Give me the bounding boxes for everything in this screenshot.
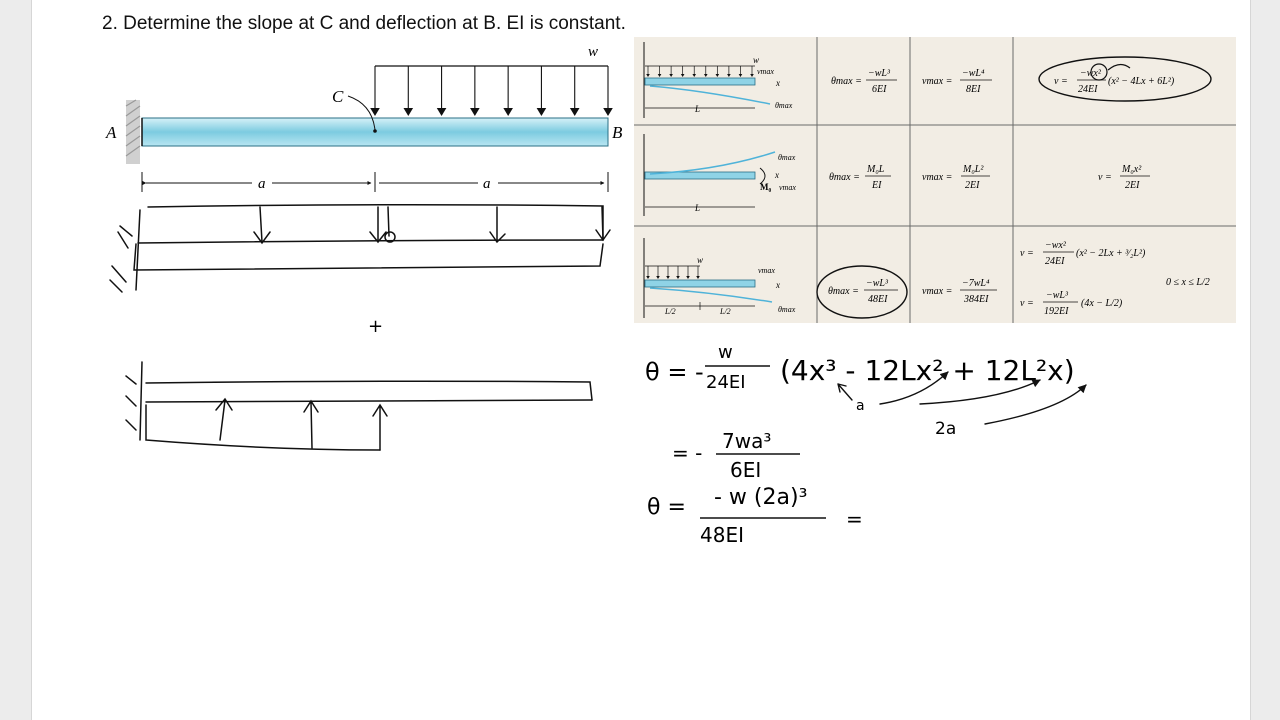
svg-text:−wL³: −wL³ <box>866 278 889 289</box>
support-a-label: A <box>105 123 117 142</box>
svg-text:L/2: L/2 <box>664 307 676 316</box>
svg-text:M₀: M₀ <box>760 182 771 192</box>
point-c-label: C <box>332 87 344 106</box>
svg-text:x: x <box>774 170 779 180</box>
svg-text:0 ≤ x ≤ L/2: 0 ≤ x ≤ L/2 <box>1166 277 1210 288</box>
svg-text:2EI: 2EI <box>1125 180 1140 191</box>
svg-text:vmax =: vmax = <box>922 172 952 183</box>
svg-text:M₀L: M₀L <box>866 164 885 175</box>
dimension-lines <box>141 172 609 192</box>
svg-text:vmax: vmax <box>758 266 775 275</box>
theta1-lhs: θ = - <box>645 358 704 386</box>
svg-text:L: L <box>694 203 700 213</box>
svg-text:vmax =: vmax = <box>922 286 952 297</box>
svg-text:vmax: vmax <box>757 67 774 76</box>
wall-hatch <box>125 99 141 157</box>
svg-text:v =: v = <box>1020 248 1034 259</box>
substitution-arrows <box>837 371 1087 425</box>
point-c-leader <box>347 95 376 131</box>
circled-curve-equation <box>1038 56 1212 102</box>
result-numerator: 7wa³ <box>722 429 771 453</box>
svg-text:x: x <box>775 280 780 290</box>
beam-deflection-table: w vmax x θmax L θmax = −wL³ 6EI vmax = −… <box>634 37 1236 323</box>
handwritten-derivation: θ = - w 24EI (4x³ - 12Lx² + 12L²x) a 2a … <box>645 342 1087 547</box>
svg-text:−wL³: −wL³ <box>1046 290 1069 301</box>
distributed-load-arrows <box>370 66 613 116</box>
svg-text:L/2: L/2 <box>719 307 731 316</box>
svg-text:8EI: 8EI <box>966 84 981 95</box>
svg-text:v =: v = <box>1020 298 1034 309</box>
svg-text:θmax =: θmax = <box>831 76 862 87</box>
svg-text:24EI: 24EI <box>1045 256 1065 267</box>
svg-text:M₀x²: M₀x² <box>1121 164 1142 175</box>
load-label: w <box>588 44 598 60</box>
theta2-numerator: - w (2a)³ <box>714 485 807 510</box>
end-b-label: B <box>612 123 623 142</box>
svg-text:−wL³: −wL³ <box>868 68 891 79</box>
theta2-lhs: θ = <box>647 495 686 520</box>
circled-slope-formula <box>816 265 908 319</box>
svg-text:vmax =: vmax = <box>922 76 952 87</box>
span-left-label: a <box>258 176 266 192</box>
sketch-superposition-2 <box>125 361 593 451</box>
svg-text:θmax: θmax <box>775 101 793 110</box>
table-grid <box>634 37 1236 323</box>
theta1-numerator: w <box>718 342 733 363</box>
svg-text:(x² − 4Lx + 6L²): (x² − 4Lx + 6L²) <box>1108 76 1175 87</box>
theta1-denominator: 24EI <box>706 372 746 393</box>
theta2-equals: = <box>846 507 863 531</box>
svg-text:θmax =: θmax = <box>829 172 860 183</box>
note-a: a <box>856 398 865 414</box>
svg-text:24EI: 24EI <box>1078 84 1098 95</box>
svg-text:−wL⁴: −wL⁴ <box>962 68 985 79</box>
problem-statement: 2. Determine the slope at C and deflecti… <box>102 13 626 34</box>
svg-text:−wx²: −wx² <box>1045 240 1067 251</box>
sketch-superposition-1 <box>109 203 611 293</box>
svg-text:θmax: θmax <box>778 153 796 162</box>
svg-text:EI: EI <box>871 180 882 191</box>
svg-text:v =: v = <box>1054 76 1068 87</box>
svg-text:M₀L²: M₀L² <box>962 164 984 175</box>
beam-figure: w C A B a a <box>105 44 623 192</box>
theta1-body: (4x³ - 12Lx² + 12L²x) <box>780 354 1075 387</box>
svg-text:θmax =: θmax = <box>828 286 859 297</box>
svg-text:w: w <box>753 55 759 65</box>
svg-text:192EI: 192EI <box>1044 306 1069 317</box>
result-equals: = - <box>672 441 702 465</box>
theta2-denominator: 48EI <box>700 523 744 547</box>
svg-text:6EI: 6EI <box>872 84 887 95</box>
svg-text:48EI: 48EI <box>868 294 888 305</box>
note-2a: 2a <box>935 419 956 439</box>
table-row-2: θmax vmax x M₀ L θmax = M₀L EI vmax = M₀… <box>643 134 1150 216</box>
svg-text:w: w <box>697 255 703 265</box>
svg-text:vmax: vmax <box>779 183 796 192</box>
svg-text:2EI: 2EI <box>965 180 980 191</box>
result-denominator: 6EI <box>730 458 761 482</box>
plus-sign: + <box>368 316 383 337</box>
svg-text:(4x − L/2): (4x − L/2) <box>1081 298 1123 309</box>
table-row-1: w vmax x θmax L θmax = −wL³ 6EI vmax = −… <box>643 42 1212 118</box>
svg-text:(x² − 2Lx + ³⁄₂L²): (x² − 2Lx + ³⁄₂L²) <box>1076 248 1146 259</box>
svg-text:v =: v = <box>1098 172 1112 183</box>
svg-text:−7wL⁴: −7wL⁴ <box>962 278 990 289</box>
svg-text:384EI: 384EI <box>963 294 989 305</box>
span-right-label: a <box>483 176 491 192</box>
table-row-3: w vmax x θmax L/2 L/2 θmax = −wL³ 48EI v… <box>643 238 1210 319</box>
svg-text:θmax: θmax <box>778 305 796 314</box>
svg-text:x: x <box>775 78 780 88</box>
svg-text:L: L <box>694 104 700 114</box>
